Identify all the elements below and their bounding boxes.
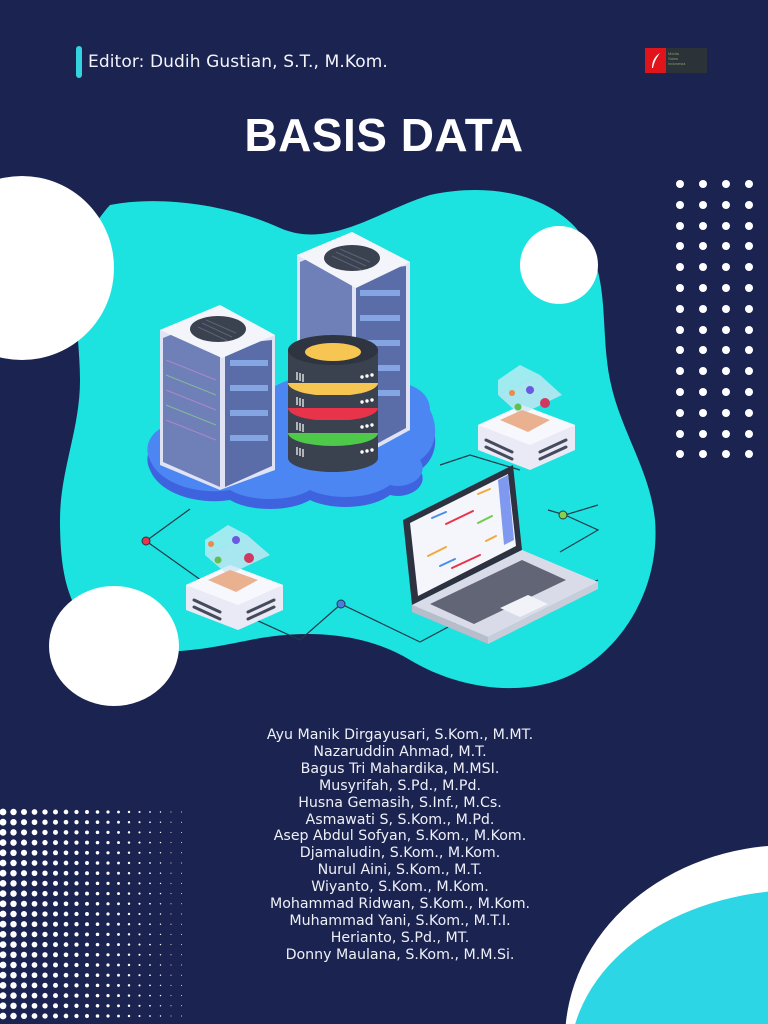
dot (722, 367, 730, 376)
dot (745, 263, 753, 272)
dot (745, 346, 753, 355)
dot (722, 221, 730, 230)
dot (745, 450, 753, 459)
network-node-left (186, 525, 283, 630)
dot (699, 200, 707, 209)
dot (722, 283, 730, 292)
dot (699, 346, 707, 355)
dot (745, 367, 753, 376)
dot (722, 242, 730, 251)
network-node-red (141, 536, 151, 546)
dot (676, 242, 684, 251)
dot (745, 180, 753, 188)
dot (699, 367, 707, 376)
dot (699, 221, 707, 230)
editor-name: Editor: Dudih Gustian, S.T., M.Kom. (88, 52, 388, 72)
author-name: Musyrifah, S.Pd., M.Pd. (319, 777, 481, 794)
dot (676, 200, 684, 209)
dot (722, 450, 730, 459)
author-name: Djamaludin, S.Kom., M.Kom. (299, 845, 501, 862)
editor-credit: Editor: Dudih Gustian, S.T., M.Kom. (76, 46, 388, 78)
dot (676, 450, 684, 459)
dot-grid-pattern (676, 180, 768, 471)
dot (745, 304, 753, 313)
quill-feather-icon (645, 48, 666, 73)
author-name: Husna Gemasih, S.Inf., M.Cs. (298, 794, 502, 811)
network-node-green (558, 510, 568, 520)
white-circle-left (0, 176, 114, 360)
author-name: Nazaruddin Ahmad, M.T. (313, 743, 487, 760)
dot (699, 408, 707, 417)
dot (722, 346, 730, 355)
network-node-blue (336, 599, 346, 609)
database-stack-icon (288, 335, 378, 472)
dot (676, 325, 684, 334)
dot (745, 387, 753, 396)
dot (722, 200, 730, 209)
dot (676, 346, 684, 355)
corner-cyan-arc (575, 891, 768, 1024)
dot (745, 429, 753, 438)
dot (745, 221, 753, 230)
dot (699, 450, 707, 459)
author-name: Donny Maulana, S.Kom., M.M.Si. (285, 946, 515, 963)
dot (722, 180, 730, 188)
network-node-right (478, 365, 575, 470)
dot (676, 387, 684, 396)
dot (676, 283, 684, 292)
dot (699, 325, 707, 334)
author-name: Asep Abdul Sofyan, S.Kom., M.Kom. (273, 828, 527, 845)
author-list: Ayu Manik Dirgayusari, S.Kom., M.MT. Naz… (200, 727, 600, 964)
dot (676, 263, 684, 272)
white-circle-bottom (49, 586, 179, 706)
author-name: Bagus Tri Mahardika, M.MSI. (300, 760, 500, 777)
author-name: Ayu Manik Dirgayusari, S.Kom., M.MT. (266, 727, 534, 743)
author-name: Wiyanto, S.Kom., M.Kom. (311, 879, 489, 896)
dot (745, 325, 753, 334)
author-name: Nurul Aini, S.Kom., M.T. (317, 862, 483, 879)
dot (699, 180, 707, 188)
author-name: Mohammad Ridwan, S.Kom., M.Kom. (269, 896, 531, 913)
dot (699, 242, 707, 251)
dot (745, 242, 753, 251)
dot (745, 408, 753, 417)
publisher-name: Media Sains Indonesia (666, 48, 707, 73)
dot (722, 304, 730, 313)
accent-bar (76, 46, 82, 78)
dot (699, 263, 707, 272)
dot (745, 283, 753, 292)
laptop-icon (403, 465, 598, 644)
publisher-line-3: Indonesia (668, 61, 686, 66)
dot (699, 304, 707, 313)
server-rack-front (160, 305, 275, 490)
publisher-logo: Media Sains Indonesia (645, 48, 707, 73)
dot (676, 180, 684, 188)
dot (699, 387, 707, 396)
dot (722, 325, 730, 334)
author-name: Herianto, S.Pd., MT. (330, 929, 470, 946)
dot (722, 263, 730, 272)
dot (699, 283, 707, 292)
dot (676, 221, 684, 230)
book-title: BASIS DATA (244, 109, 524, 161)
dot (722, 387, 730, 396)
dot (676, 408, 684, 417)
dot (676, 367, 684, 376)
dot (676, 304, 684, 313)
white-circle-right (520, 226, 598, 304)
author-name: Asmawati S, S.Kom., M.Pd. (305, 811, 495, 828)
halftone-dot-pattern (0, 808, 182, 1020)
author-name: Muhammad Yani, S.Kom., M.T.I. (289, 912, 511, 929)
dot (699, 429, 707, 438)
dot (722, 429, 730, 438)
dot (722, 408, 730, 417)
publisher-line-1: Media (668, 51, 679, 56)
dot (745, 200, 753, 209)
publisher-line-2: Sains (668, 56, 679, 61)
dot (676, 429, 684, 438)
